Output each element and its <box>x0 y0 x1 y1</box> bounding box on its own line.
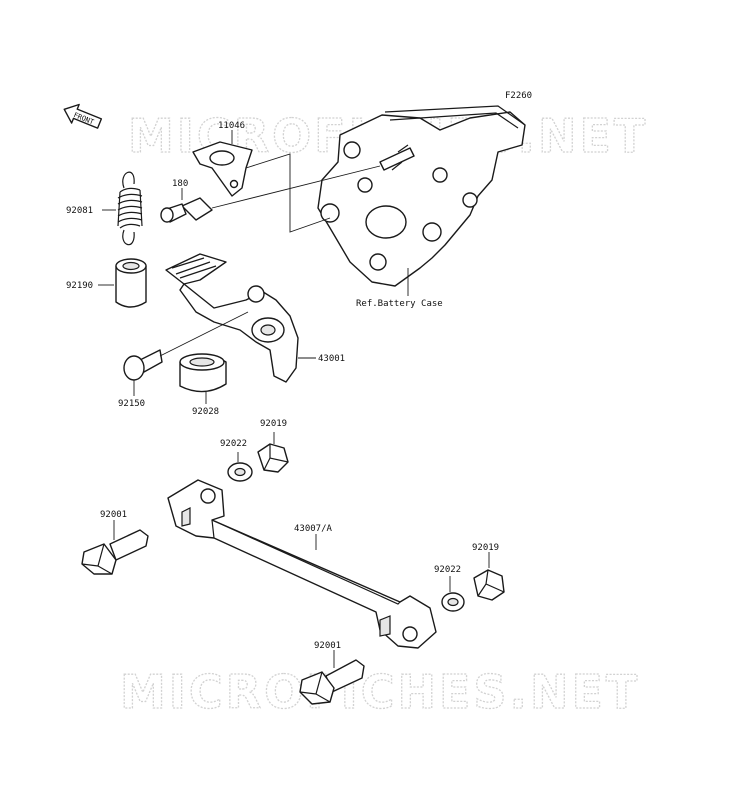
label-92022-top: 92022 <box>220 439 247 449</box>
bolt-180 <box>160 197 213 223</box>
label-180: 180 <box>172 179 188 189</box>
washer-92022-top <box>227 462 253 482</box>
pivot-bolt-92150 <box>123 349 163 381</box>
label-92001-left: 92001 <box>100 510 127 520</box>
label-92150: 92150 <box>118 399 145 409</box>
label-92028: 92028 <box>192 407 219 417</box>
brake-pedal-43001 <box>165 253 299 383</box>
washer-92022-right <box>441 592 465 612</box>
watermark-bottom: MICROFICHES.NET <box>120 665 640 719</box>
bolt-92001-left <box>81 529 149 575</box>
front-arrow-icon: FRONT <box>63 103 103 129</box>
clamp-11046 <box>192 141 253 197</box>
label-43001: 43001 <box>318 354 345 364</box>
collar-92028 <box>179 353 227 393</box>
nut-92019-right <box>473 569 505 601</box>
label-11046: 11046 <box>218 121 245 131</box>
figure-code: F2260 <box>505 91 532 101</box>
label-92019-right: 92019 <box>472 543 499 553</box>
label-92081: 92081 <box>66 206 93 216</box>
label-92022-right: 92022 <box>434 565 461 575</box>
brake-rod-43007A <box>167 479 437 649</box>
collar-92190 <box>115 258 147 308</box>
spring-92081 <box>117 171 143 246</box>
reference-note: Ref.Battery Case <box>356 299 443 309</box>
bolt-92001-bottom <box>299 659 365 705</box>
nut-92019-top <box>257 443 289 473</box>
label-43007A: 43007/A <box>294 524 333 534</box>
label-92019-top: 92019 <box>260 419 287 429</box>
label-92190: 92190 <box>66 281 93 291</box>
label-92001-bottom: 92001 <box>314 641 341 651</box>
battery-case-bracket <box>317 105 526 296</box>
